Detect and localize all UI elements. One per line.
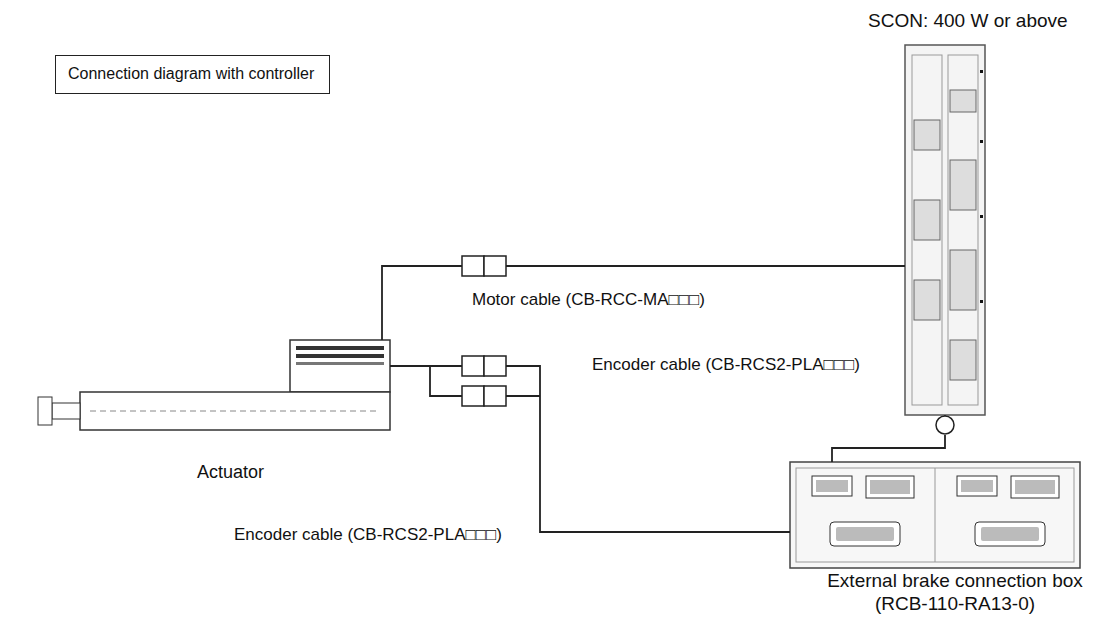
box-connector-pins <box>1015 480 1055 494</box>
box-connector <box>866 476 914 498</box>
box-name: External brake connection box <box>790 570 1120 593</box>
box-connector-pins <box>816 480 848 492</box>
cable-connector <box>484 256 506 276</box>
motor-band <box>296 354 384 358</box>
box-connector-pins <box>961 480 993 492</box>
controller-mark <box>980 140 983 143</box>
motor-housing <box>290 340 390 392</box>
box-d-connector <box>975 522 1045 546</box>
controller-port <box>950 160 976 210</box>
box-d-connector <box>830 522 900 546</box>
box-connector-pins <box>836 527 894 541</box>
motor-band <box>296 362 384 365</box>
actuator-rod <box>52 403 80 419</box>
box-connector <box>1011 476 1059 498</box>
actuator-label: Actuator <box>197 462 264 484</box>
controller-port <box>950 90 976 112</box>
cable-label: Encoder cable (CB-RCS2-PLA□□□) <box>590 355 862 375</box>
cable-line <box>390 366 790 532</box>
rod-end <box>38 397 52 425</box>
cable-connector <box>462 356 484 376</box>
title-text: Connection diagram with controller <box>68 64 317 83</box>
actuator-centerline <box>90 411 380 412</box>
controller-housing <box>905 45 985 415</box>
controller-node: SCON: 400 W or above <box>905 45 985 435</box>
controller-mark <box>980 300 983 303</box>
controller-mark <box>980 70 983 73</box>
box-inner-frame <box>796 468 1074 562</box>
controller-mark <box>980 215 983 218</box>
controller-port <box>950 250 976 310</box>
controller-port <box>914 120 940 150</box>
cable-connector <box>462 386 484 406</box>
brake-box-node: External brake connection box(RCB-110-RA… <box>790 462 1080 568</box>
controller-port <box>914 200 940 240</box>
box-connector <box>957 476 997 496</box>
controller-drawing <box>905 45 985 434</box>
cable-line <box>382 266 905 340</box>
controller-panel <box>912 55 942 405</box>
box-connector <box>812 476 852 496</box>
cable-label: Encoder cable (CB-RCS2-PLA□□□) <box>232 525 504 545</box>
actuator-node: Actuator <box>35 340 390 435</box>
cable-connector <box>462 256 484 276</box>
box-divider <box>935 468 936 562</box>
box-connector-pins <box>870 480 910 494</box>
box-model: (RCB-110-RA13-0) <box>790 593 1120 616</box>
box-housing <box>790 462 1080 568</box>
box-connector-pins <box>981 527 1039 541</box>
cable-label: Motor cable (CB-RCC-MA□□□) <box>470 290 707 310</box>
controller-panel <box>948 55 978 405</box>
cable-connector <box>484 356 506 376</box>
actuator-body <box>80 392 390 430</box>
brake-box-drawing <box>790 462 1080 568</box>
actuator-drawing <box>38 340 390 430</box>
cable-line <box>832 435 945 462</box>
title-box: Connection diagram with controller <box>55 55 330 94</box>
motor-band <box>296 346 384 350</box>
cable-connector <box>484 386 506 406</box>
controller-port <box>950 340 976 380</box>
cable-clamp <box>936 416 954 434</box>
controller-heading: SCON: 400 W or above <box>868 10 1068 33</box>
controller-port <box>914 280 940 320</box>
